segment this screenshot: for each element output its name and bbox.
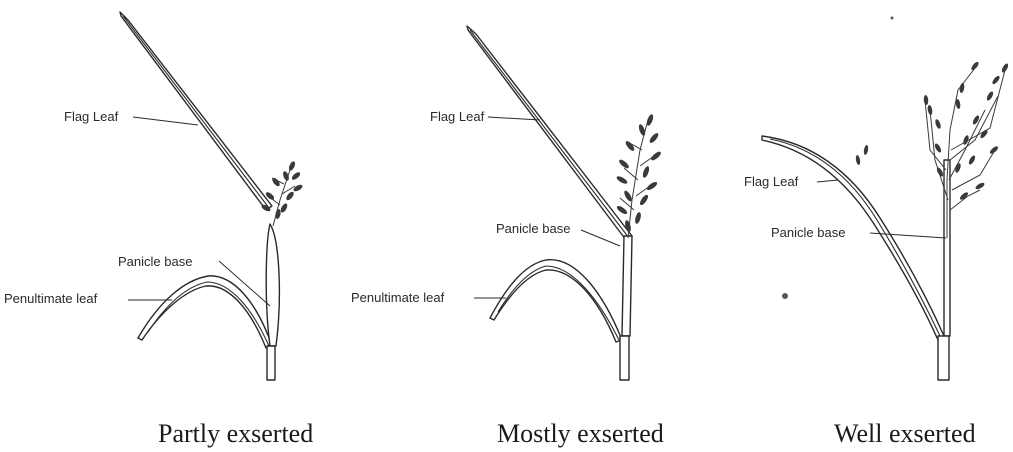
stem bbox=[267, 346, 275, 380]
penultimate-leaf-label: Penultimate leaf bbox=[351, 290, 445, 305]
leaf-sheath bbox=[266, 224, 279, 346]
panicle bbox=[855, 61, 1009, 238]
flag-leaf-label: Flag Leaf bbox=[744, 174, 799, 189]
panel-partly-exserted: Flag Leaf Panicle base Penultimate leaf … bbox=[4, 12, 313, 448]
stem bbox=[620, 336, 629, 380]
panicle-base-label: Panicle base bbox=[118, 254, 192, 269]
panel-mostly-exserted: Flag Leaf Panicle base Penultimate leaf … bbox=[351, 26, 664, 448]
panicle-base-label: Panicle base bbox=[496, 221, 570, 236]
penultimate-leaf-blade bbox=[490, 260, 622, 342]
flag-leaf-label: Flag Leaf bbox=[430, 109, 485, 124]
panel-caption: Well exserted bbox=[834, 419, 976, 448]
penultimate-leaf-label: Penultimate leaf bbox=[4, 291, 98, 306]
panel-caption: Partly exserted bbox=[158, 419, 313, 448]
panicle bbox=[616, 114, 663, 238]
leaf-sheath bbox=[622, 236, 632, 336]
flag-leaf-label: Flag Leaf bbox=[64, 109, 119, 124]
penultimate-leaf-blade bbox=[138, 276, 272, 348]
panicle bbox=[260, 160, 303, 226]
panel-caption: Mostly exserted bbox=[497, 419, 664, 448]
panicle-base-label: Panicle base bbox=[771, 225, 845, 240]
panel-well-exserted: Flag Leaf Panicle base Well exserted bbox=[744, 17, 1009, 449]
stem-base bbox=[938, 336, 949, 380]
